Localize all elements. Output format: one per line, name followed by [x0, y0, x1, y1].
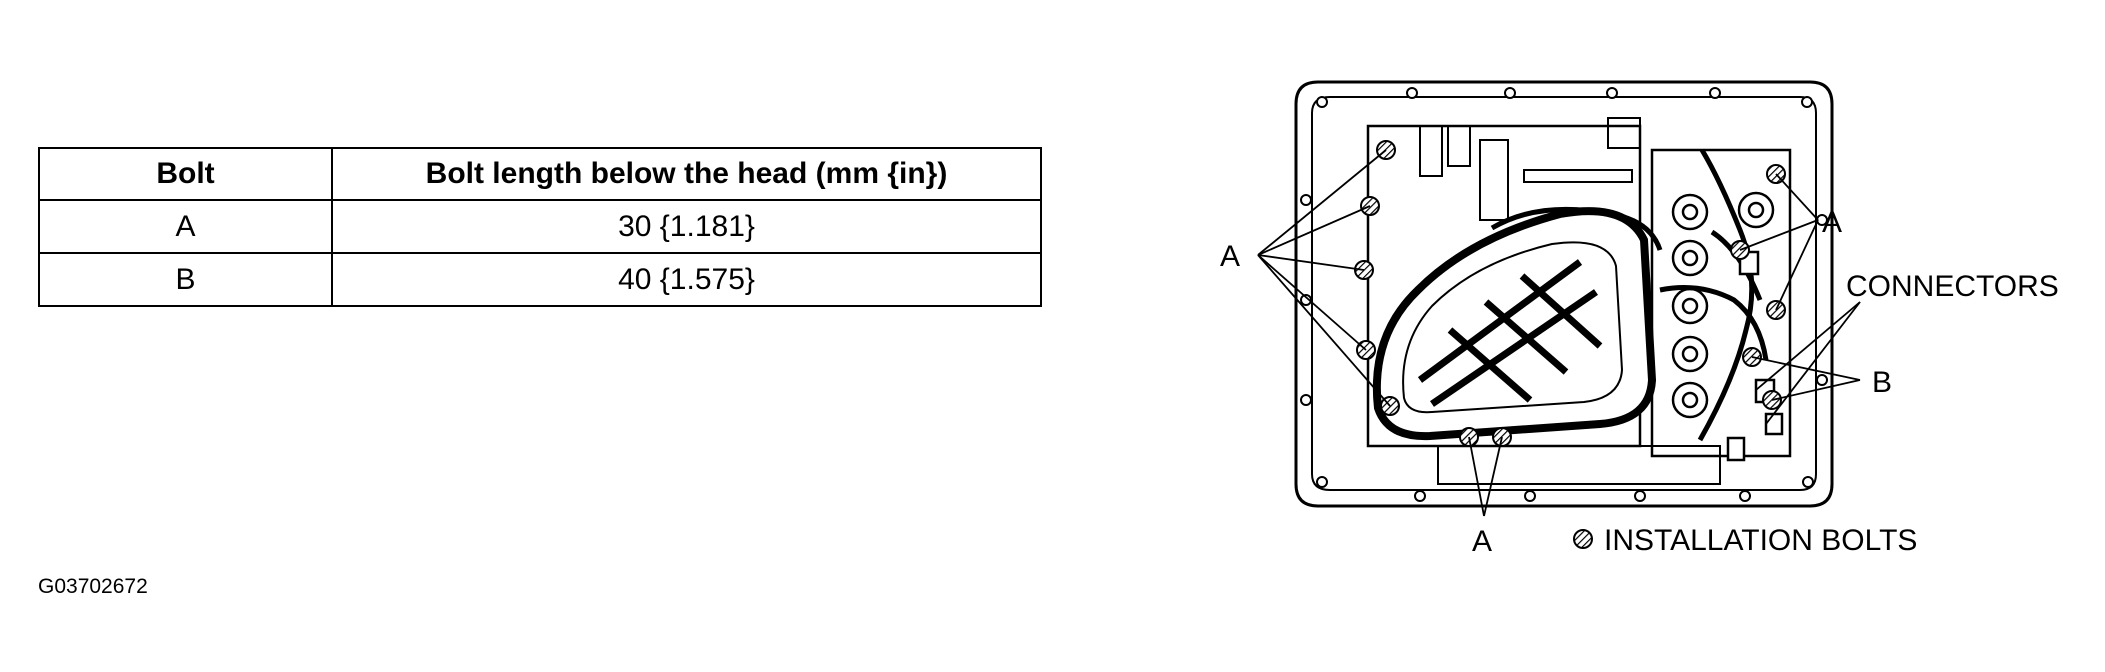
label-a-right: A	[1822, 206, 1842, 239]
installation-bolts	[1354, 140, 1786, 447]
bolt-b-length-cell: 40 {1.575}	[331, 252, 1042, 307]
label-a-bottom: A	[1472, 525, 1492, 558]
oil-strainer-inner	[1402, 241, 1624, 414]
control-valve-body-diagram: A A A CONNECTORS B INSTALLATION BOLTS	[1220, 80, 2059, 558]
table-header-row: Bolt Bolt length below the head (mm {in}…	[38, 147, 1042, 201]
label-b: B	[1872, 366, 1892, 399]
bolt-length-table: Bolt Bolt length below the head (mm {in}…	[38, 147, 1042, 307]
strainer-grid	[1417, 259, 1603, 407]
label-connectors: CONNECTORS	[1846, 270, 2059, 303]
header-bolt: Bolt	[38, 147, 333, 201]
bolt-b-cell: B	[38, 252, 333, 307]
table-row: B 40 {1.575}	[38, 252, 1042, 307]
top-components	[1419, 117, 1641, 221]
solenoid-valves	[1671, 191, 1775, 419]
bolt-a-cell: A	[38, 199, 333, 254]
leader-lines	[1257, 149, 1861, 517]
case-outline	[1294, 80, 1834, 508]
valve-body-bottom	[1437, 445, 1721, 485]
legend-installation-bolts: INSTALLATION BOLTS	[1604, 524, 1917, 557]
header-bolt-length: Bolt length below the head (mm {in})	[331, 147, 1042, 201]
label-a-left: A	[1220, 240, 1240, 273]
perimeter-holes	[1300, 87, 1828, 502]
bolt-a-length-cell: 30 {1.181}	[331, 199, 1042, 254]
case-inner-outline	[1311, 96, 1817, 491]
figure-id: G03702672	[38, 575, 148, 598]
legend-bolt-icon	[1573, 529, 1593, 549]
table-row: A 30 {1.181}	[38, 199, 1042, 254]
